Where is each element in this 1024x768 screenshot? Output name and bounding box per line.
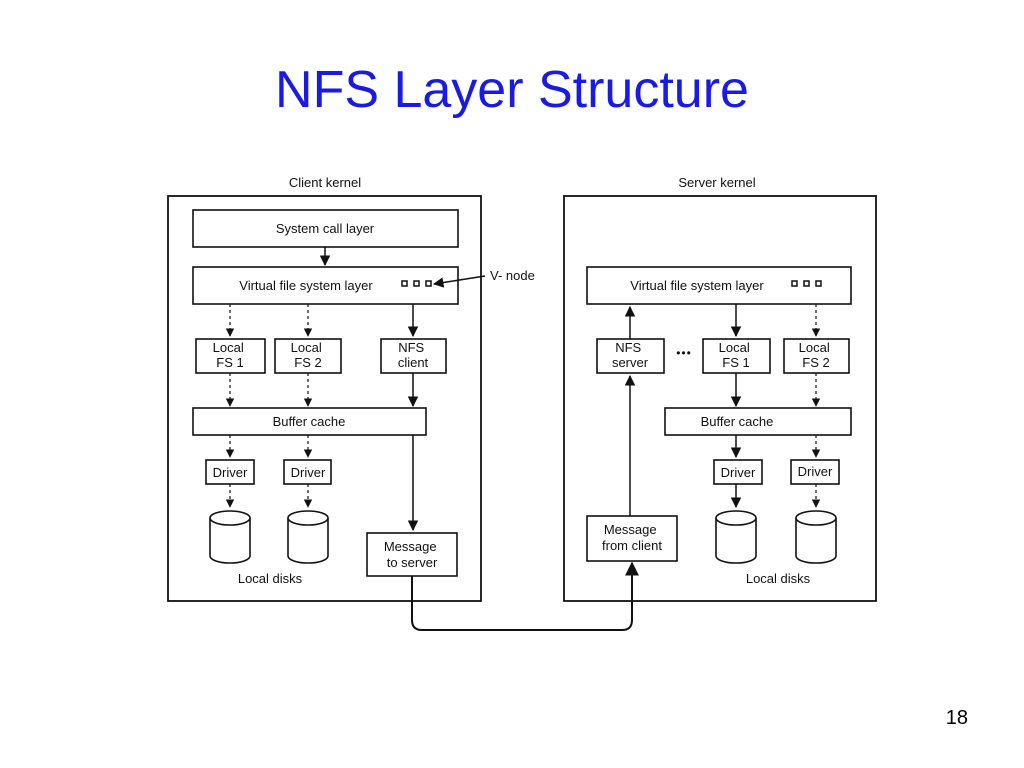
server-local-fs-2-line1: Local: [799, 340, 830, 355]
client-local-disks-label: Local disks: [238, 571, 303, 586]
nfs-client-label: NFS client: [398, 340, 429, 370]
nfs-server-line2: server: [612, 355, 649, 370]
client-disk-2-icon: [287, 510, 329, 564]
client-local-fs-2-line1: Local: [291, 340, 322, 355]
client-local-fs-1-line1: Local: [213, 340, 244, 355]
nfs-client-line1: NFS: [398, 340, 424, 355]
server-disk-1-icon: [715, 510, 757, 564]
server-kernel-label: Server kernel: [678, 175, 755, 190]
message-to-server-line1: Message: [384, 539, 437, 554]
server-buffer-cache-label: Buffer cache: [701, 414, 774, 429]
nfs-server-line1: NFS: [615, 340, 641, 355]
client-local-fs-2-label: Local FS 2: [291, 340, 326, 370]
client-local-fs-2-box: [274, 338, 342, 374]
server-vfs-layer-label: Virtual file system layer: [630, 278, 764, 293]
message-from-client-line2: from client: [602, 538, 662, 553]
message-from-client-label: Message from client: [602, 522, 662, 553]
server-buffer-cache-box: [664, 407, 852, 436]
message-to-server-label: Message to server: [384, 539, 440, 570]
server-driver-2-label: Driver: [798, 464, 833, 479]
server-vnode-squares: [791, 280, 822, 287]
message-from-client-box: [586, 515, 678, 562]
client-buffer-cache-label: Buffer cache: [273, 414, 346, 429]
message-to-server-line2: to server: [387, 555, 438, 570]
client-driver-1-box: [205, 459, 255, 485]
server-local-fs-2-box: [783, 338, 850, 374]
client-local-fs-2-line2: FS 2: [294, 355, 321, 370]
client-system-call-layer-label: System call layer: [276, 221, 375, 236]
server-driver-1-box: [713, 459, 763, 485]
server-kernel-box: [563, 195, 877, 602]
server-local-fs-1-line2: FS 1: [722, 355, 749, 370]
client-driver-2-box: [283, 459, 332, 485]
client-kernel-box: [167, 195, 482, 602]
vnode-label: V- node: [490, 268, 535, 283]
network-connection-arrow: [411, 561, 639, 631]
client-driver-1-label: Driver: [213, 465, 248, 480]
client-driver-2-label: Driver: [291, 465, 326, 480]
nfs-server-label: NFS server: [612, 340, 649, 370]
slide-title: NFS Layer Structure: [275, 61, 749, 119]
page-number: 18: [945, 707, 968, 729]
server-local-fs-2-line2: FS 2: [802, 355, 829, 370]
server-driver-1-label: Driver: [721, 465, 756, 480]
server-ellipsis: •••: [676, 346, 692, 360]
server-disk-2-icon: [795, 510, 837, 564]
message-from-client-line1: Message: [604, 522, 657, 537]
client-disk-1-icon: [209, 510, 251, 564]
server-driver-2-box: [790, 459, 840, 485]
client-vnode-squares: [401, 280, 432, 287]
client-buffer-cache-box: [192, 407, 427, 436]
client-local-fs-1-line2: FS 1: [216, 355, 243, 370]
server-local-fs-1-label: Local FS 1: [719, 340, 754, 370]
vnode-pointer-arrow: [432, 275, 486, 288]
server-local-fs-1-line1: Local: [719, 340, 750, 355]
client-local-fs-1-label: Local FS 1: [213, 340, 248, 370]
client-vfs-layer-label: Virtual file system layer: [239, 278, 373, 293]
server-local-fs-2-label: Local FS 2: [799, 340, 834, 370]
nfs-client-line2: client: [398, 355, 429, 370]
message-to-server-box: [366, 532, 458, 577]
client-system-call-layer-box: [192, 209, 459, 248]
server-local-disks-label: Local disks: [746, 571, 811, 586]
server-local-fs-1-box: [702, 338, 771, 374]
nfs-server-box: [596, 338, 665, 374]
client-kernel-label: Client kernel: [289, 175, 361, 190]
